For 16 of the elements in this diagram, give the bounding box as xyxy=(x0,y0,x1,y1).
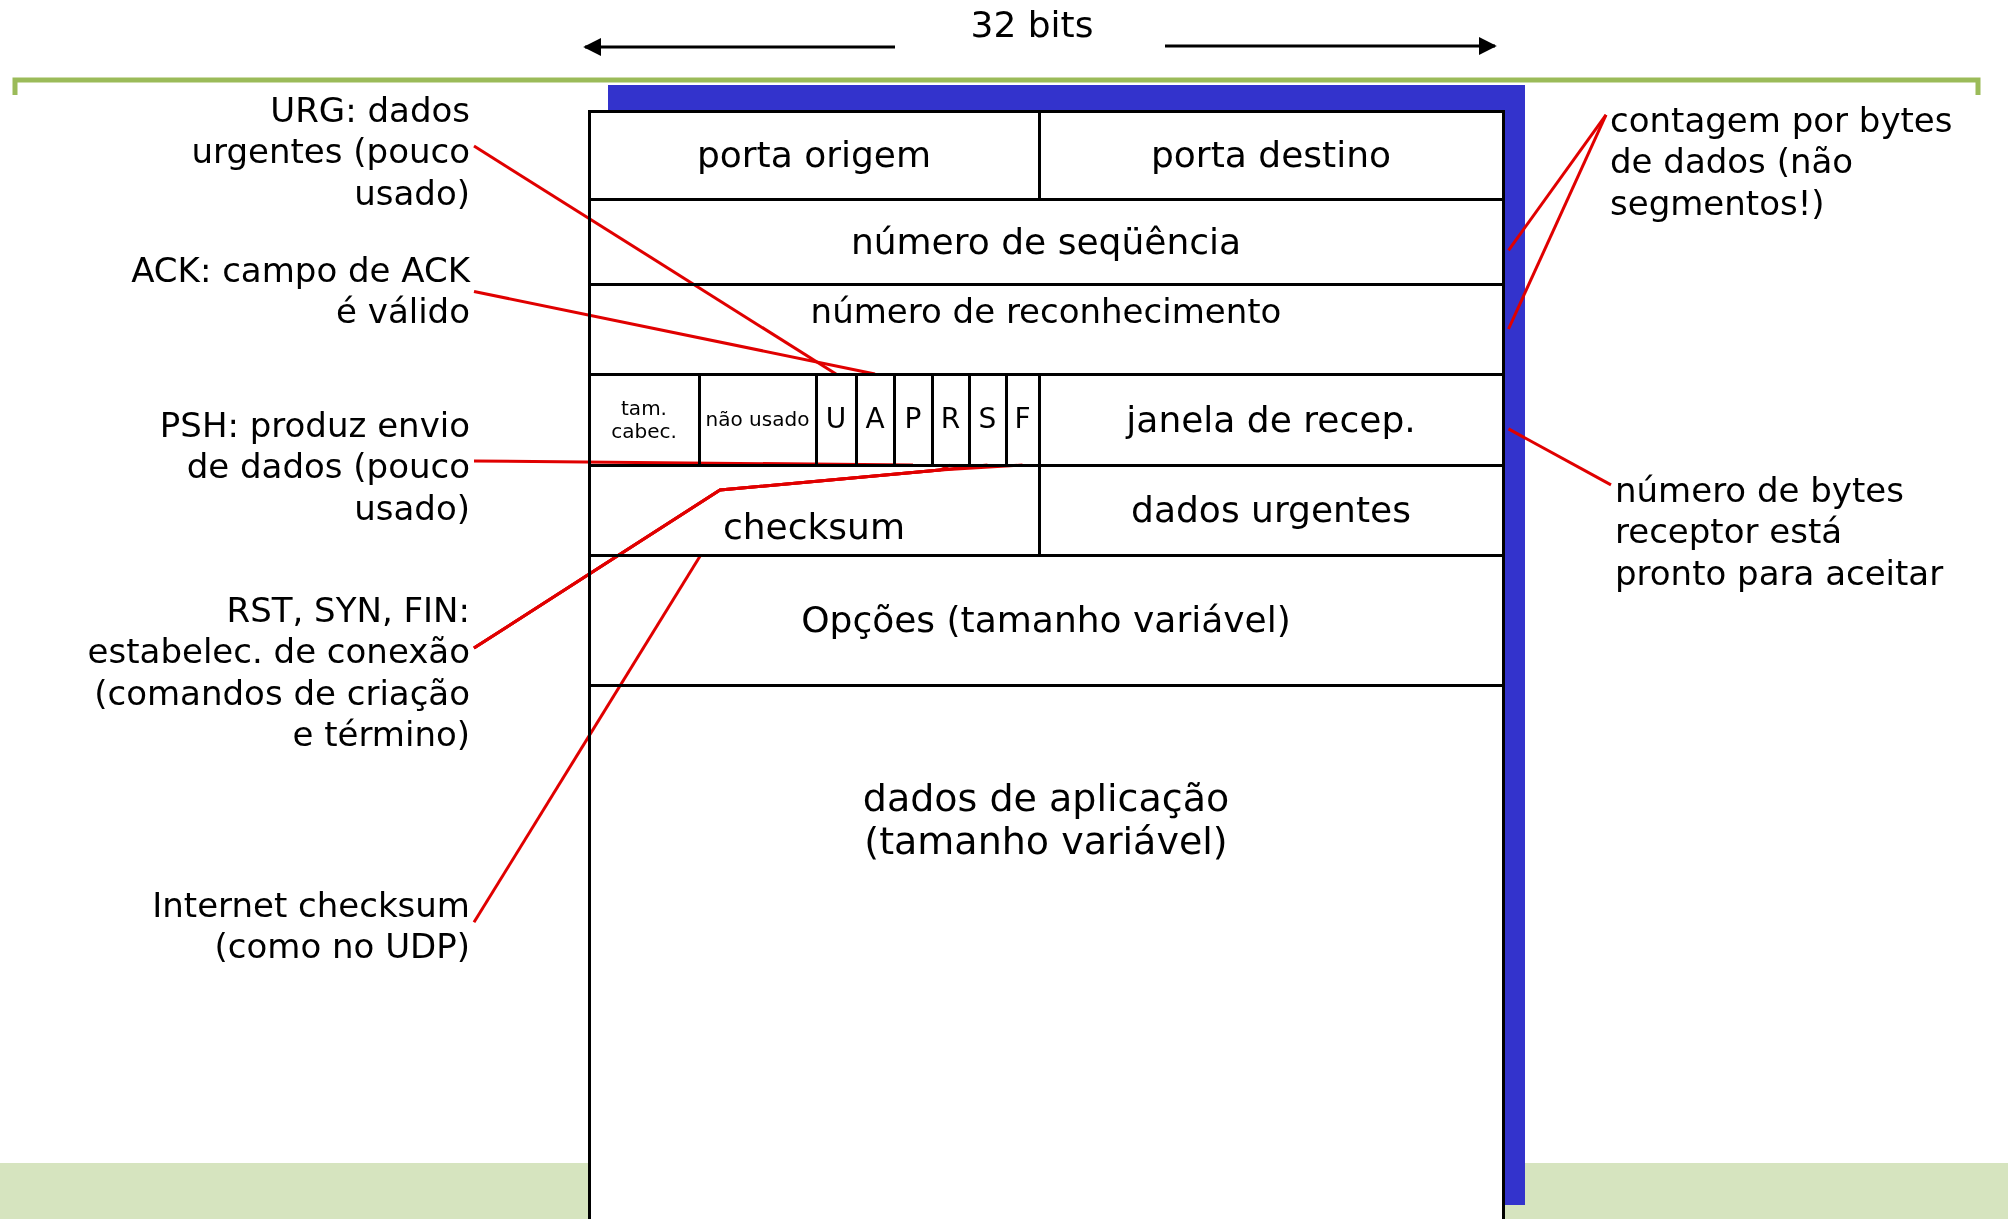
leader-line xyxy=(473,144,837,376)
annotation-text: ACK: campo de ACK é válido xyxy=(120,250,470,333)
leader-line xyxy=(1507,114,1608,252)
annotation-text: RST, SYN, FIN: estabelec. de conexão (comandos de criação e término) xyxy=(80,590,470,756)
annotation-text: contagem por bytes de dados (não segmentos!) xyxy=(1610,100,2000,225)
leader-line xyxy=(1507,427,1612,487)
leader-line xyxy=(473,290,876,376)
annotation-text: número de bytes receptor está pronto para aceitar xyxy=(1615,470,1960,595)
annotation-text: Internet checksum (como no UDP) xyxy=(120,885,470,968)
leader-line xyxy=(472,554,703,924)
leader-line xyxy=(474,459,913,467)
header-field: porta origem xyxy=(587,109,1041,201)
annotation-text: URG: dados urgentes (pouco usado) xyxy=(120,90,470,215)
dimension-label: 32 bits xyxy=(969,4,1095,45)
leader-line xyxy=(1507,114,1608,330)
annotation-text: PSH: produz envio de dados (pouco usado) xyxy=(110,405,470,530)
